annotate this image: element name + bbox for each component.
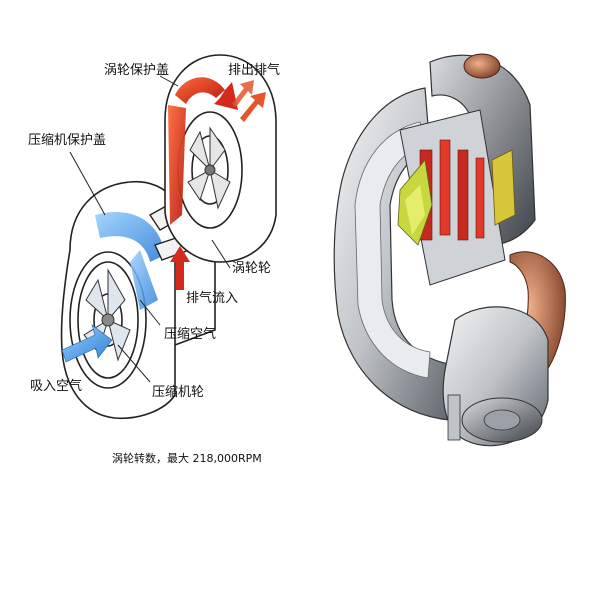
exhaust-flow <box>168 77 238 225</box>
label-turbine-cover: 涡轮保护盖 <box>104 63 170 78</box>
intake-arrow <box>61 324 113 363</box>
leader-lines <box>69 75 231 383</box>
exhaust-in-arrow <box>170 246 190 290</box>
label-exhaust-out: 排出排气 <box>228 63 281 78</box>
label-intake-air: 吸入空气 <box>30 379 83 394</box>
turbine-wheel-graphic <box>187 126 231 210</box>
exhaust-out-arrows <box>232 80 266 122</box>
label-compressor-wheel: 压缩机轮 <box>152 385 205 400</box>
cutaway-turbine-wheel <box>491 149 516 226</box>
label-turbine-wheel: 涡轮轮 <box>232 261 272 276</box>
label-compressor-cover: 压缩机保护盖 <box>28 133 107 148</box>
turbine-housing <box>164 54 277 263</box>
compressed-air-flow <box>95 211 165 310</box>
cutaway-compressor-wheel <box>397 159 433 246</box>
cutaway-actuator <box>442 306 549 447</box>
caption-rpm: 涡轮转数，最大 218,000RPM <box>112 452 262 465</box>
label-compressed-air: 压缩空气 <box>164 327 217 342</box>
label-exhaust-in: 排气流入 <box>186 291 239 306</box>
